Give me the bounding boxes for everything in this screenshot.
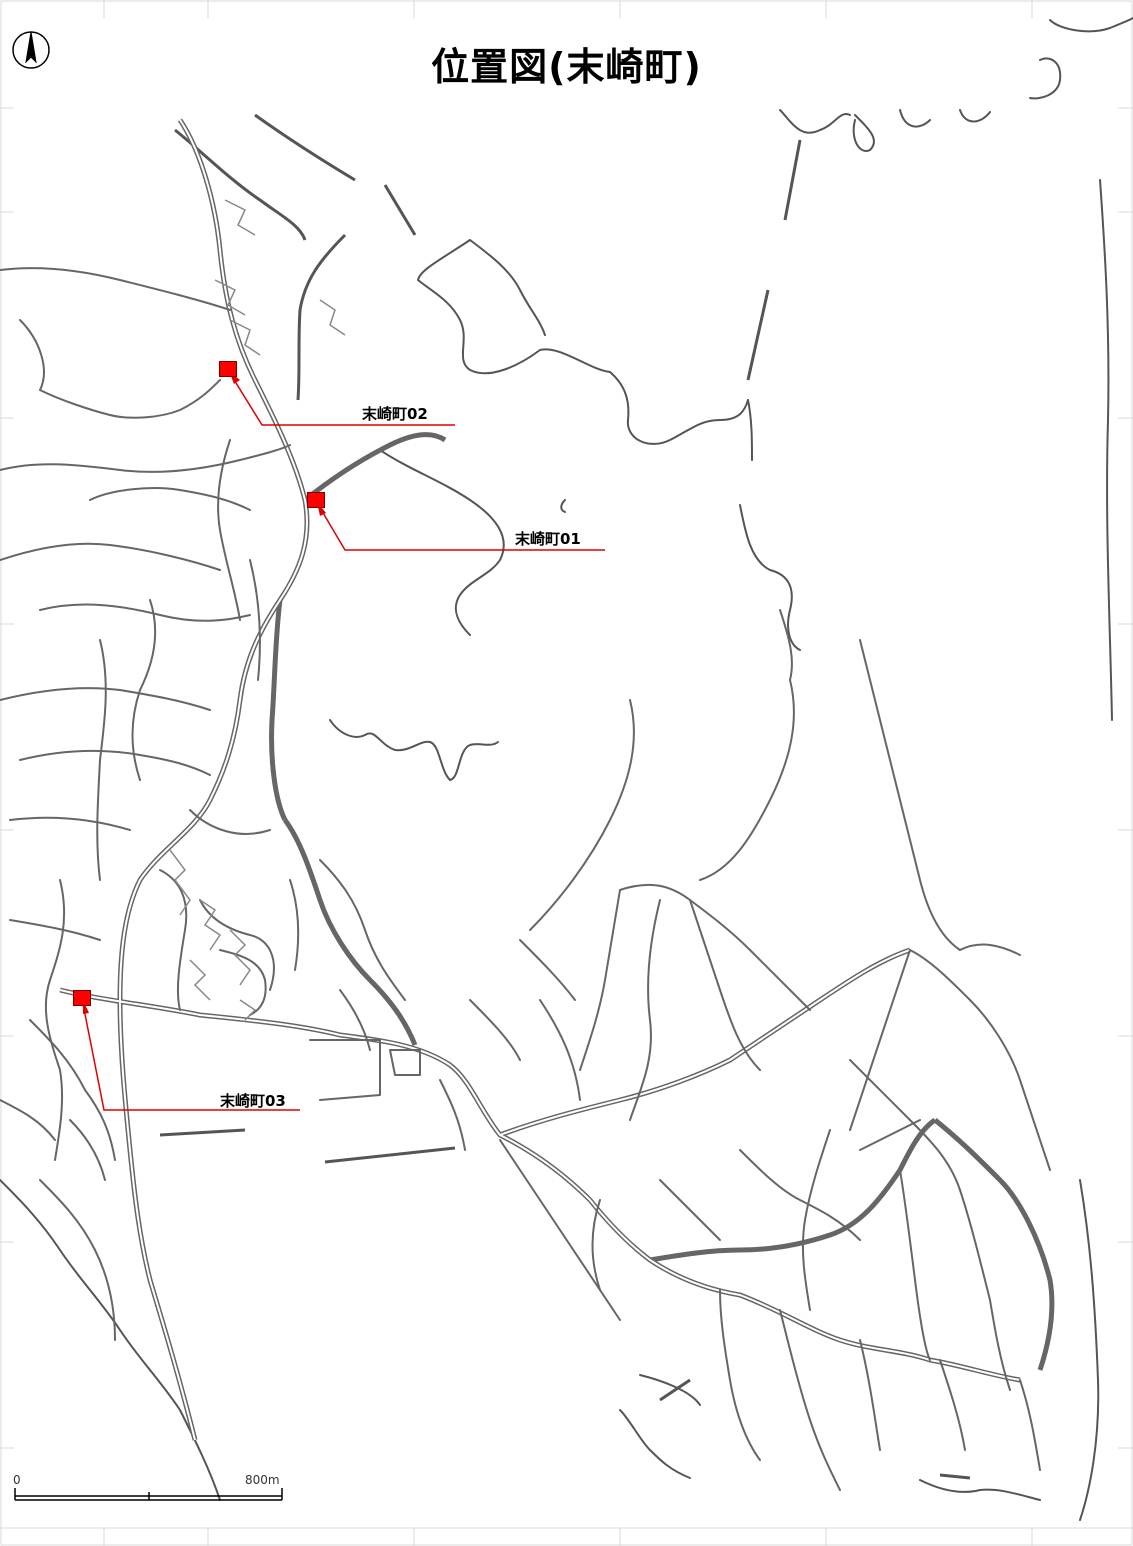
main-roads	[59, 118, 1055, 1441]
survey-marker-01[interactable]	[307, 492, 325, 508]
leader-lines	[81, 369, 605, 1111]
breakwaters	[159, 113, 971, 1480]
scale-label-end: 800m	[245, 1473, 280, 1487]
scale-label-start: 0	[13, 1473, 21, 1487]
page-title: 位置図(末崎町)	[431, 45, 702, 89]
survey-marker-02[interactable]	[219, 361, 237, 377]
north-arrow-icon	[12, 31, 50, 69]
scale-bar	[14, 1488, 283, 1501]
survey-marker-03[interactable]	[73, 990, 91, 1006]
marker-label-02: 末崎町02	[362, 405, 428, 423]
coastline	[0, 17, 1133, 1521]
town-blocks	[169, 199, 346, 1021]
minor-roads	[0, 267, 1051, 1491]
marker-label-01: 末崎町01	[515, 530, 581, 548]
marker-label-03: 末崎町03	[220, 1092, 286, 1110]
